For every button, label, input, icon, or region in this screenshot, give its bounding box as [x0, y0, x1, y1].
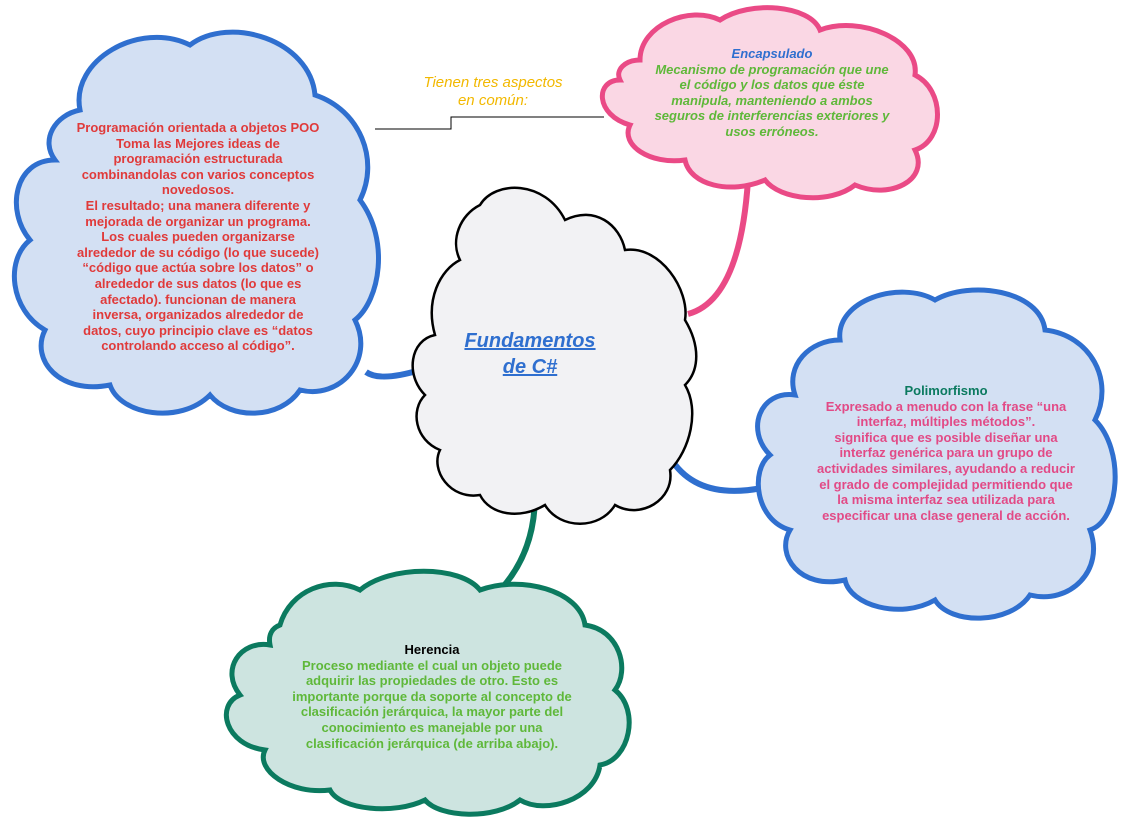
- herencia-topic[interactable]: Herencia Proceso mediante el cual un obj…: [262, 642, 602, 751]
- connector-polimorfismo: [670, 460, 763, 494]
- encapsulado-line: manipula, manteniendo a ambos: [671, 92, 873, 108]
- annotation-line-2: en común:: [457, 92, 529, 109]
- polimorfismo-line: significa que es posible diseñar una: [834, 429, 1058, 445]
- poo-line: El resultado; una manera diferente y: [85, 197, 311, 213]
- central-topic-line-2: de C#: [502, 356, 558, 378]
- encapsulado-line: usos erróneos.: [725, 123, 819, 139]
- polimorfismo-line: interfaz genérica para un grupo de: [839, 445, 1053, 461]
- herencia-title: Herencia: [404, 642, 460, 657]
- polimorfismo-title: Polimorfismo: [904, 383, 988, 398]
- poo-line: programación estructurada: [113, 151, 283, 167]
- polimorfismo-line: el grado de complejidad permitiendo que: [819, 476, 1073, 492]
- herencia-line: conocimiento es manejable por una: [321, 719, 543, 735]
- poo-line: controlando acceso al código”.: [101, 338, 295, 354]
- cloud-polimorfismo: [755, 287, 1118, 621]
- encapsulado-line: Mecanismo de programación que une: [655, 61, 889, 77]
- polimorfismo-line: especificar una clase general de acción.: [822, 507, 1070, 523]
- polimorfismo-line: actividades similares, ayudando a reduci…: [817, 460, 1075, 476]
- polimorfismo-line: la misma interfaz sea utilizada para: [837, 492, 1055, 508]
- polimorfismo-line: interfaz, múltiples métodos”.: [856, 414, 1036, 430]
- poo-line: Toma las Mejores ideas de: [116, 135, 280, 151]
- poo-line: datos, cuyo principio clave es “datos: [83, 322, 313, 338]
- encapsulado-title: Encapsulado: [731, 46, 813, 61]
- poo-line: alrededor de sus datos (lo que es: [94, 275, 302, 291]
- annotation-leader-line: [375, 116, 604, 130]
- poo-line: afectado). funcionan de manera: [100, 291, 296, 307]
- cloud-center: [411, 186, 698, 525]
- connector-encapsulado: [687, 179, 751, 317]
- poo-line: inversa, organizados alrededor de: [92, 307, 304, 323]
- poo-line: Programación orientada a objetos POO: [76, 120, 320, 135]
- herencia-line: Proceso mediante el cual un objeto puede: [301, 657, 563, 673]
- polimorfismo-topic[interactable]: Polimorfismo Expresado a menudo con la f…: [790, 383, 1102, 523]
- cloud-poo: [11, 29, 381, 416]
- annotation-label: Tienen tres aspectos en común:: [398, 74, 588, 110]
- herencia-line: adquirir las propiedades de otro. Esto e…: [305, 673, 559, 689]
- poo-line: mejorada de organizar un programa.: [85, 213, 311, 229]
- poo-line: Los cuales pueden organizarse: [101, 229, 295, 245]
- encapsulado-line: seguros de interferencias exteriores y: [654, 108, 890, 124]
- annotation-line-1: Tienen tres aspectos: [423, 74, 563, 91]
- encapsulado-line: el código y los datos que éste: [679, 77, 865, 93]
- poo-topic[interactable]: Programación orientada a objetos POO Tom…: [40, 120, 356, 354]
- poo-line: “código que actúa sobre los datos” o: [82, 260, 314, 276]
- central-topic[interactable]: Fundamentos de C#: [440, 328, 620, 380]
- poo-line: novedosos.: [161, 182, 235, 198]
- herencia-line: clasificación jerárquica (de arriba abaj…: [305, 735, 559, 751]
- poo-line: combinandolas con varios conceptos: [81, 166, 315, 182]
- polimorfismo-line: Expresado a menudo con la frase “una: [825, 398, 1067, 414]
- poo-line: alrededor de su código (lo que sucede): [77, 244, 319, 260]
- herencia-line: clasificación jerárquica, la mayor parte…: [300, 704, 564, 720]
- cloud-encapsulado: [600, 5, 940, 201]
- herencia-line: importante porque da soporte al concepto…: [292, 688, 572, 704]
- cloud-herencia: [223, 568, 632, 817]
- central-topic-line-1: Fundamentos: [464, 330, 596, 352]
- encapsulado-topic[interactable]: Encapsulado Mecanismo de programación qu…: [622, 46, 922, 140]
